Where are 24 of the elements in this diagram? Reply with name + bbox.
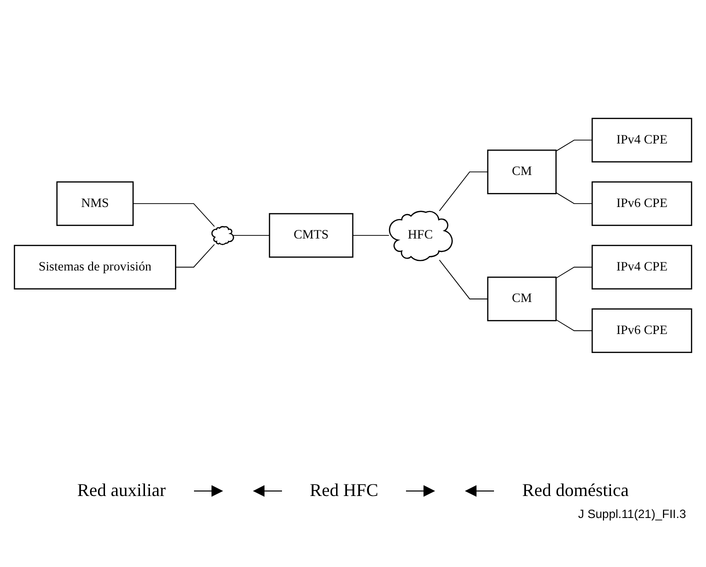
connector <box>439 171 488 211</box>
connector <box>352 234 390 236</box>
figure-reference: J Suppl.11(21)_FII.3 <box>578 507 686 521</box>
node-box: Sistemas de provisión <box>14 244 176 290</box>
node-box: CM <box>487 149 557 194</box>
network-zone-label: Red doméstica <box>522 480 629 501</box>
connector <box>175 244 215 268</box>
network-zone-label: Red HFC <box>310 480 378 501</box>
node-box: IPv6 CPE <box>592 308 692 353</box>
connector <box>556 266 593 278</box>
node-box: IPv6 CPE <box>592 180 692 226</box>
connector <box>556 192 593 204</box>
node-box: CMTS <box>268 212 354 258</box>
connector <box>132 202 215 226</box>
node-cloud <box>211 226 234 245</box>
node-box: IPv4 CPE <box>592 244 692 290</box>
node-box: CM <box>487 276 557 321</box>
connector <box>439 259 488 299</box>
node-box: NMS <box>56 180 134 226</box>
connector <box>556 139 593 152</box>
connector <box>556 318 593 331</box>
network-zone-label: Red auxiliar <box>77 480 166 501</box>
node-box: IPv4 CPE <box>592 117 692 162</box>
connector <box>232 234 270 236</box>
